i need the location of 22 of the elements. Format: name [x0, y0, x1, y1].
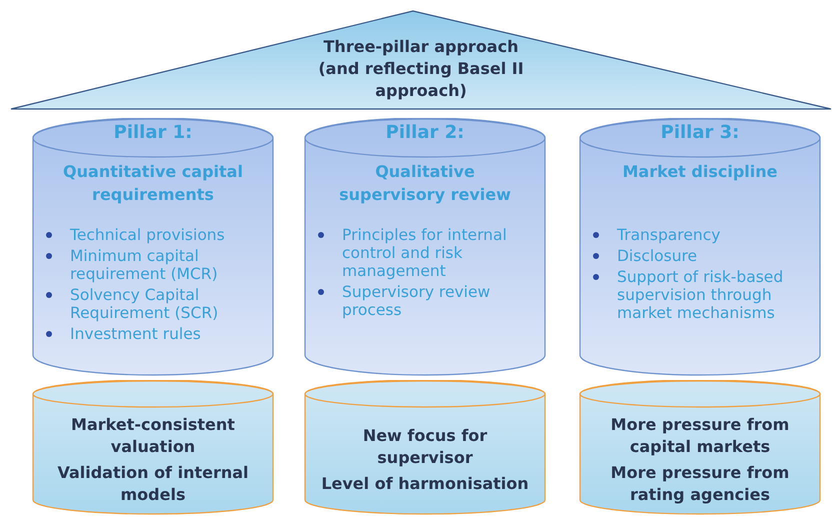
pillar-heading: Pillar 1:	[112, 122, 194, 143]
pillar-heading: Pillar 2:	[384, 122, 466, 143]
bullet-item: Technical provisions	[40, 226, 268, 244]
bullet-item: Investment rules	[40, 325, 268, 343]
bullet-item: Support of risk-based supervision through market mechanisms	[587, 268, 815, 322]
bullet-item: Principles for internal control and risk management	[312, 226, 540, 280]
base-text: Market-consistent valuation	[70, 414, 236, 458]
bullet-item: Transparency	[587, 226, 815, 244]
base-text: New focus for supervisor	[362, 424, 488, 468]
base-text: Level of harmonisation	[320, 472, 530, 494]
pillar-heading: Pillar 3:	[660, 122, 740, 143]
bullet-item: Minimum capital requirement (MCR)	[40, 247, 268, 283]
pillar-subheading: Qualitative supervisory review	[338, 161, 512, 206]
roof-title: Three-pillar approach (and reflecting Basel II approach)	[317, 36, 525, 102]
base-text: More pressure from capital markets	[610, 414, 790, 458]
base-text: Validation of internal models	[56, 462, 250, 506]
bullet-item: Supervisory review process	[312, 283, 540, 319]
pillar-subheading: Market discipline	[622, 161, 778, 183]
bullet-item: Solvency Capital Requirement (SCR)	[40, 286, 268, 322]
pillar-subheading: Quantitative capital requirements	[62, 161, 244, 206]
bullet-item: Disclosure	[587, 247, 815, 265]
base-text: More pressure from rating agencies	[610, 462, 790, 506]
